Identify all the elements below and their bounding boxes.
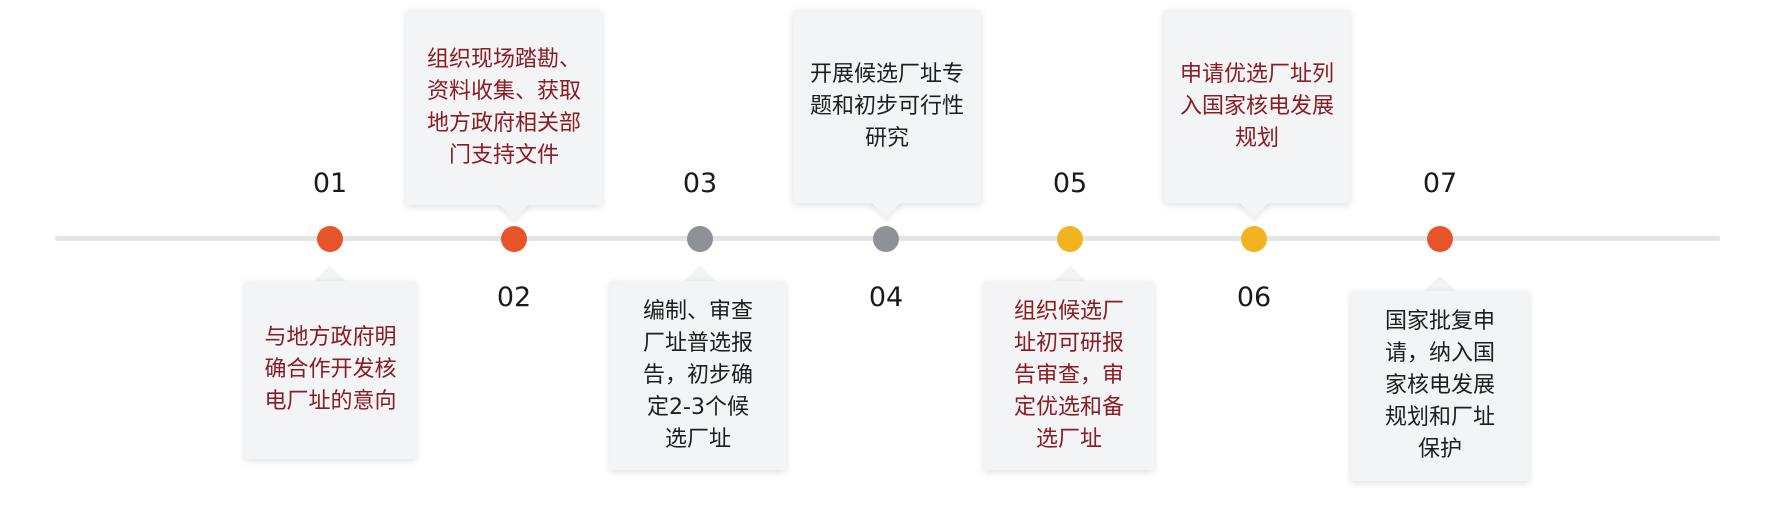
- step-01-number: 01: [312, 168, 348, 199]
- step-05-dot: [1057, 226, 1083, 252]
- step-01-callout: 与地方政府明 确合作开发核 电厂址的意向: [245, 281, 416, 459]
- step-02-callout: 组织现场踏勘、 资料收集、获取 地方政府相关部 门支持文件: [406, 10, 602, 205]
- step-03-dot: [687, 226, 713, 252]
- step-06-dot: [1241, 226, 1267, 252]
- step-07-number: 07: [1422, 168, 1458, 199]
- step-04-dot: [873, 226, 899, 252]
- step-04-callout: 开展候选厂址专 题和初步可行性 研究: [793, 10, 981, 203]
- step-04-number: 04: [868, 282, 904, 313]
- step-02-text: 组织现场踏勘、 资料收集、获取 地方政府相关部 门支持文件: [426, 46, 581, 168]
- step-03-text: 编制、审查 厂址普选报 告，初步确 定2-3个候 选厂址: [642, 298, 753, 452]
- step-02-dot: [501, 226, 527, 252]
- step-06-callout: 申请优选厂址列 入国家核电发展 规划: [1164, 10, 1350, 203]
- step-05-number: 05: [1052, 168, 1088, 199]
- step-06-number: 06: [1236, 282, 1272, 313]
- step-03-callout: 编制、审查 厂址普选报 告，初步确 定2-3个候 选厂址: [610, 281, 786, 470]
- step-07-text: 国家批复申 请，纳入国 家核电发展 规划和厂址 保护: [1384, 309, 1495, 462]
- step-07-callout: 国家批复申 请，纳入国 家核电发展 规划和厂址 保护: [1351, 291, 1529, 481]
- step-03-number: 03: [682, 168, 718, 199]
- step-05-text: 组织候选厂 址初可研报 告审查，审 定优选和备 选厂址: [1013, 298, 1124, 452]
- step-02-number: 02: [496, 282, 532, 313]
- step-04-text: 开展候选厂址专 题和初步可行性 研究: [809, 61, 964, 151]
- step-06-text: 申请优选厂址列 入国家核电发展 规划: [1179, 61, 1334, 151]
- step-07-dot: [1427, 226, 1453, 252]
- step-05-callout: 组织候选厂 址初可研报 告审查，审 定优选和备 选厂址: [984, 281, 1154, 470]
- step-01-dot: [317, 226, 343, 252]
- step-01-text: 与地方政府明 确合作开发核 电厂址的意向: [264, 325, 397, 414]
